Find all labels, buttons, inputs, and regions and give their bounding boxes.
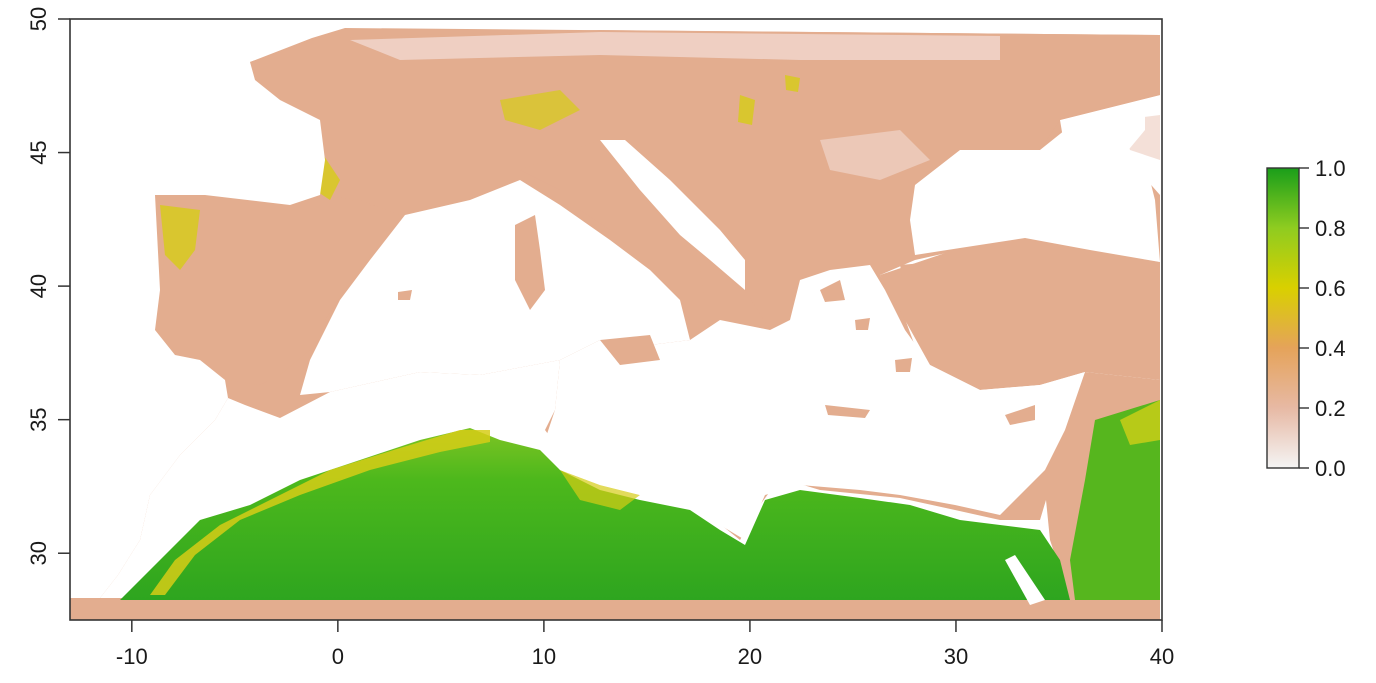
mediterranean-sea <box>300 180 690 395</box>
y-axis: 30 35 40 45 50 <box>26 7 70 565</box>
y-tick-label: 40 <box>26 274 51 298</box>
legend-ticks: 0.0 0.2 0.4 0.6 0.8 1.0 <box>1299 156 1346 481</box>
black-sea <box>910 105 1160 262</box>
legend-tick-label: 0.4 <box>1315 336 1346 361</box>
x-tick-label: 10 <box>532 644 556 669</box>
legend-tick-label: 0.8 <box>1315 216 1346 241</box>
plot-frame <box>69 18 1163 621</box>
legend-tick-label: 0.2 <box>1315 396 1346 421</box>
legend-tick-label: 0.6 <box>1315 276 1346 301</box>
x-tick-label: 40 <box>1150 644 1174 669</box>
map-raster <box>70 19 1160 620</box>
color-legend: 0.0 0.2 0.4 0.6 0.8 1.0 <box>1266 156 1346 481</box>
y-tick-label: 30 <box>26 541 51 565</box>
x-tick-label: 0 <box>332 644 344 669</box>
x-tick-label: -10 <box>116 644 148 669</box>
legend-tick-label: 0.0 <box>1315 456 1346 481</box>
x-tick-label: 20 <box>738 644 762 669</box>
legend-color-bar <box>1266 167 1300 469</box>
legend-tick-label: 1.0 <box>1315 156 1346 181</box>
y-tick-label: 35 <box>26 407 51 431</box>
x-axis: -10 0 10 20 30 40 <box>116 620 1174 669</box>
x-tick-label: 30 <box>944 644 968 669</box>
y-tick-label: 45 <box>26 140 51 164</box>
y-tick-label: 50 <box>26 7 51 31</box>
